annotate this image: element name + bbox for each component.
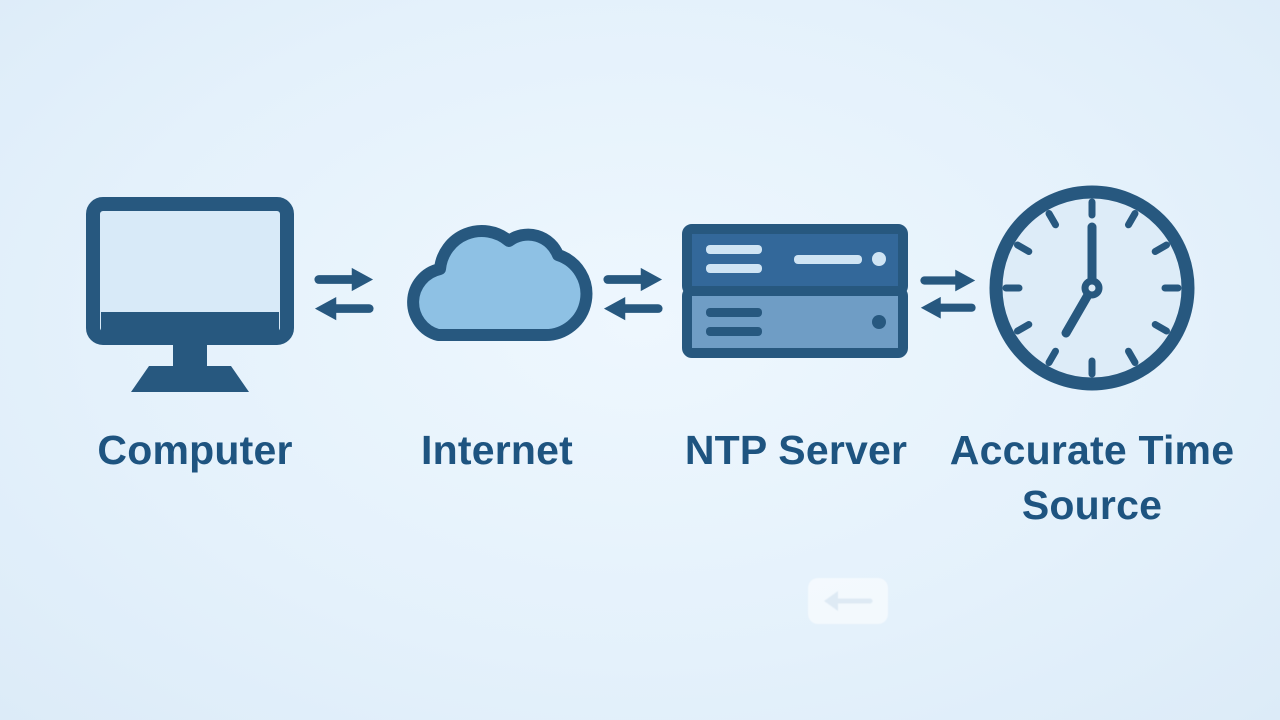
arrows-internet-server xyxy=(602,262,664,333)
server-rack-icon xyxy=(682,224,908,358)
bidirectional-arrows-icon xyxy=(920,269,976,319)
arrows-computer-internet xyxy=(313,262,375,333)
bidirectional-arrows-icon xyxy=(603,267,663,321)
ghost-arrow-artifact xyxy=(808,578,888,624)
clock-icon xyxy=(989,185,1195,391)
node-internet xyxy=(383,208,593,348)
time-source-label: Accurate Time Source xyxy=(949,427,1235,529)
node-time-source xyxy=(987,183,1197,393)
node-computer xyxy=(85,196,295,396)
bidirectional-arrows-icon xyxy=(314,267,374,321)
node-ntp-server xyxy=(682,222,908,360)
computer-label: Computer xyxy=(97,427,293,473)
clock-ticks xyxy=(1002,198,1182,378)
arrows-server-timesource xyxy=(919,262,977,333)
ghost-left-arrow-icon xyxy=(824,591,873,611)
internet-label: Internet xyxy=(421,427,573,473)
cloud-icon xyxy=(407,225,593,342)
computer-monitor-icon xyxy=(86,197,294,392)
ntp-server-label: NTP Server xyxy=(684,427,908,473)
clock-center-dot xyxy=(1081,277,1103,299)
